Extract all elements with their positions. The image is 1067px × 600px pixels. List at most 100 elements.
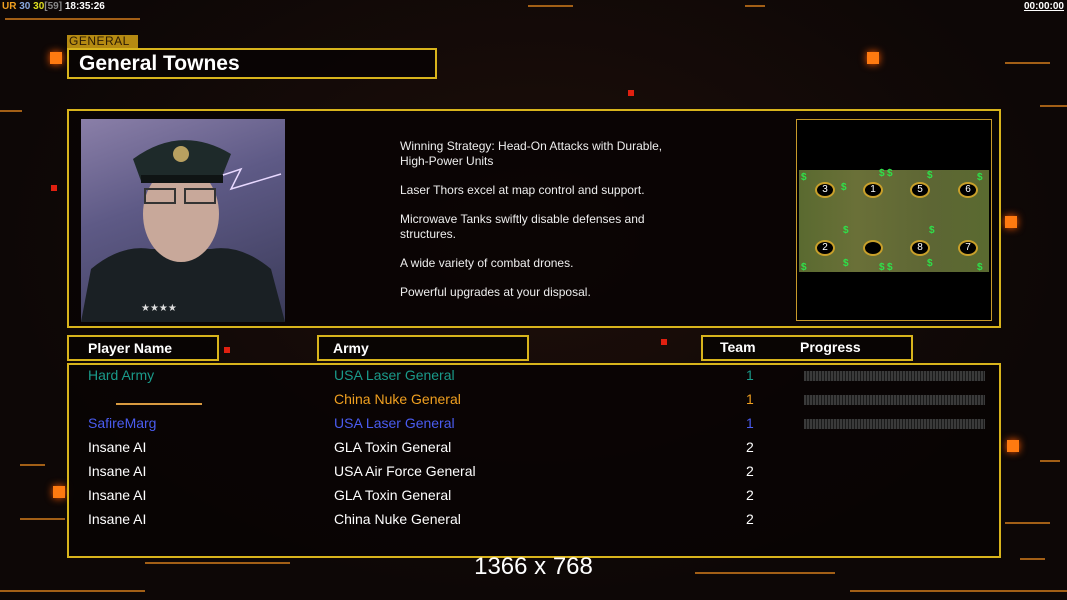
player-row: Insane AI USA Air Force General 2 (69, 463, 999, 483)
player-team: 2 (746, 463, 754, 479)
decor-line (528, 5, 573, 7)
column-header-army: Army (317, 335, 529, 361)
money-icon: $ (887, 168, 893, 179)
player-name: Insane AI (88, 439, 147, 455)
money-icon: $ (843, 258, 849, 269)
map-start-slot[interactable]: 7 (958, 240, 978, 256)
description-line: Laser Thors excel at map control and sup… (400, 183, 645, 197)
money-icon: $ (929, 225, 935, 236)
map-start-slot[interactable] (863, 240, 883, 256)
general-description: Winning Strategy: Head-On Attacks with D… (400, 139, 700, 314)
decor-square (1005, 216, 1017, 228)
hud-fps-limit: 30 (33, 1, 45, 12)
player-row: Hard Army USA Laser General 1 (69, 367, 999, 387)
player-army: GLA Toxin General (334, 439, 452, 455)
map-start-slot[interactable]: 1 (863, 182, 883, 198)
game-clock: 00:00:00 (1023, 1, 1064, 12)
decor-line (20, 464, 45, 466)
decor-square (867, 52, 879, 64)
decor-square (53, 486, 65, 498)
decor-line (1005, 522, 1050, 524)
player-team: 1 (746, 391, 754, 407)
player-team: 2 (746, 439, 754, 455)
player-name: Insane AI (88, 487, 147, 503)
player-team: 2 (746, 487, 754, 503)
player-army: GLA Toxin General (334, 487, 452, 503)
svg-text:★★★★: ★★★★ (141, 303, 177, 314)
hud-bracket: [59] (44, 1, 63, 12)
decor-line (1020, 558, 1045, 560)
player-name: SafireMarg (88, 415, 157, 431)
map-start-slot[interactable]: 3 (815, 182, 835, 198)
money-icon: $ (843, 225, 849, 236)
player-row: Insane AI China Nuke General 2 (69, 511, 999, 531)
empty-player-slot[interactable] (116, 403, 202, 405)
map-start-slot[interactable]: 5 (910, 182, 930, 198)
decor-square (51, 185, 57, 191)
column-header-progress: Progress (800, 339, 861, 355)
decor-line (1040, 460, 1060, 462)
player-army: China Nuke General (334, 511, 461, 527)
decor-line (0, 590, 145, 592)
decor-line (5, 18, 140, 20)
description-line: A wide variety of combat drones. (400, 256, 574, 270)
money-icon: $ (879, 168, 885, 179)
progress-bar (804, 419, 985, 429)
hud-fps: 30 (19, 1, 31, 12)
player-name: Insane AI (88, 463, 147, 479)
map-start-slot[interactable]: 6 (958, 182, 978, 198)
description-line: Microwave Tanks swiftly disable defenses… (400, 212, 645, 241)
decor-square (628, 90, 634, 96)
general-label: GENERAL (67, 35, 138, 48)
player-name: Insane AI (88, 511, 147, 527)
player-army: USA Laser General (334, 415, 455, 431)
money-icon: $ (927, 170, 933, 181)
player-row: Insane AI GLA Toxin General 2 (69, 487, 999, 507)
money-icon: $ (801, 262, 807, 273)
player-team: 2 (746, 511, 754, 527)
resolution-label: 1366 x 768 (474, 553, 593, 580)
player-team: 1 (746, 367, 754, 383)
player-row: China Nuke General 1 (69, 391, 999, 411)
money-icon: $ (927, 258, 933, 269)
player-army: China Nuke General (334, 391, 461, 407)
column-header-team: Team (720, 339, 756, 355)
player-team: 1 (746, 415, 754, 431)
decor-line (745, 5, 765, 7)
decor-square (661, 339, 667, 345)
general-name: General Townes (67, 48, 437, 79)
player-army: USA Air Force General (334, 463, 476, 479)
decor-square (50, 52, 62, 64)
money-icon: $ (801, 172, 807, 183)
player-row: Insane AI GLA Toxin General 2 (69, 439, 999, 459)
player-row: SafireMarg USA Laser General 1 (69, 415, 999, 435)
money-icon: $ (977, 172, 983, 183)
decor-line (0, 110, 22, 112)
player-name: Hard Army (88, 367, 155, 383)
decor-line (695, 572, 835, 574)
decor-square (1007, 440, 1019, 452)
decor-line (145, 562, 290, 564)
player-army: USA Laser General (334, 367, 455, 383)
decor-line (1005, 62, 1050, 64)
description-line: Powerful upgrades at your disposal. (400, 285, 591, 299)
column-header-player: Player Name (67, 335, 219, 361)
general-portrait: ★★★★ (81, 119, 285, 322)
money-icon: $ (977, 262, 983, 273)
column-header-team-progress: Team Progress (701, 335, 913, 361)
money-icon: $ (841, 182, 847, 193)
decor-square (224, 347, 230, 353)
money-icon: $ (887, 262, 893, 273)
hud-ur: UR (2, 1, 17, 12)
progress-bar (804, 371, 985, 381)
decor-line (850, 590, 1067, 592)
decor-line (20, 518, 65, 520)
progress-bar (804, 395, 985, 405)
map-start-slot[interactable]: 2 (815, 240, 835, 256)
hud-time: 18:35:26 (64, 1, 105, 12)
map-start-slot[interactable]: 8 (910, 240, 930, 256)
description-line: Winning Strategy: Head-On Attacks with D… (400, 139, 663, 168)
